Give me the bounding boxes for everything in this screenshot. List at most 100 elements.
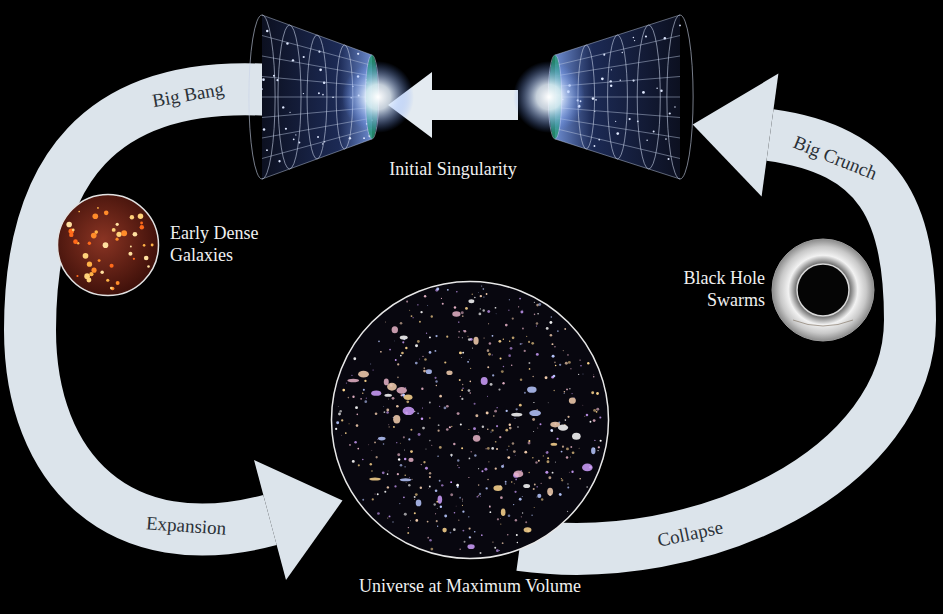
star-dot xyxy=(517,426,518,427)
star-dot xyxy=(459,351,462,354)
star-dot xyxy=(459,467,460,468)
star-dot xyxy=(355,406,358,409)
star-dot xyxy=(513,450,516,453)
star-dot xyxy=(561,478,562,479)
star-dot xyxy=(472,294,474,296)
galaxy-blob xyxy=(404,394,413,400)
star-dot xyxy=(536,322,539,325)
star-dot xyxy=(402,341,404,343)
star-dot xyxy=(481,534,483,536)
star-dot xyxy=(610,84,612,86)
star-dot xyxy=(461,389,463,391)
star-dot xyxy=(598,446,600,448)
star-dot xyxy=(282,106,284,108)
star-dot xyxy=(363,389,365,391)
star-dot xyxy=(569,456,571,458)
star-dot xyxy=(457,412,460,415)
star-dot xyxy=(409,477,411,479)
star-dot xyxy=(438,424,440,426)
galaxy-blob xyxy=(393,415,400,423)
star-dot xyxy=(389,515,391,517)
star-dot xyxy=(368,444,370,446)
galaxy-blob xyxy=(558,425,568,431)
star-dot xyxy=(437,456,438,457)
galaxy-field xyxy=(58,195,159,296)
star-dot xyxy=(393,426,395,428)
star-dot xyxy=(511,364,513,366)
star-dot xyxy=(393,340,395,342)
star-dot xyxy=(418,433,421,436)
star-dot xyxy=(450,493,453,496)
star-dot xyxy=(354,441,357,444)
star-dot xyxy=(371,450,373,452)
star-dot xyxy=(599,417,601,419)
star-dot xyxy=(534,484,536,486)
galaxy-dot xyxy=(87,262,92,267)
star-dot xyxy=(462,530,464,532)
star-dot xyxy=(545,376,548,379)
star-dot xyxy=(563,350,564,351)
star-dot xyxy=(285,128,287,130)
star-dot xyxy=(546,327,549,330)
star-dot xyxy=(496,448,498,450)
star-dot xyxy=(358,464,360,466)
circle-image xyxy=(56,193,160,297)
star-dot xyxy=(462,352,464,354)
star-dot xyxy=(412,479,413,480)
star-dot xyxy=(468,516,469,517)
star-dot xyxy=(653,131,655,133)
star-dot xyxy=(388,399,389,400)
star-dot xyxy=(409,520,411,522)
star-dot xyxy=(459,548,461,550)
circle-caption: Black Hole Swarms xyxy=(670,268,765,311)
star-dot xyxy=(660,90,662,92)
band-arrowhead xyxy=(254,460,343,580)
star-dot xyxy=(423,461,425,463)
star-dot xyxy=(492,354,493,355)
star-dot xyxy=(509,427,512,430)
star-dot xyxy=(386,411,389,414)
spacetime-cones xyxy=(249,15,693,179)
star-dot xyxy=(478,495,479,496)
star-dot xyxy=(293,138,295,140)
galaxy-dot xyxy=(104,211,109,216)
star-dot xyxy=(319,68,322,71)
star-dot xyxy=(580,365,581,366)
star-dot xyxy=(547,402,549,404)
galaxy-blob xyxy=(514,471,524,478)
star-dot xyxy=(405,482,407,484)
star-dot xyxy=(566,456,569,459)
star-dot xyxy=(453,528,456,531)
galaxy-blob xyxy=(347,379,359,383)
star-dot xyxy=(431,315,433,317)
star-dot xyxy=(538,303,541,306)
galaxy-dot xyxy=(92,213,98,219)
star-dot xyxy=(398,458,400,460)
star-dot xyxy=(439,446,442,449)
star-dot xyxy=(404,513,407,516)
star-dot xyxy=(404,458,407,461)
galaxy-blob xyxy=(527,387,537,393)
star-dot xyxy=(582,373,584,375)
star-dot xyxy=(488,323,490,325)
star-dot xyxy=(555,461,556,462)
star-dot xyxy=(421,464,422,465)
star-dot xyxy=(322,94,324,96)
star-dot xyxy=(561,479,563,481)
star-dot xyxy=(356,414,358,416)
star-dot xyxy=(406,400,409,403)
star-dot xyxy=(486,293,488,295)
galaxy-blob xyxy=(547,488,553,496)
star-dot xyxy=(571,393,572,394)
star-dot xyxy=(363,137,365,139)
star-dot xyxy=(357,53,359,55)
star-dot xyxy=(535,461,537,463)
galaxy-blob xyxy=(442,528,446,533)
star-dot xyxy=(384,411,386,413)
star-dot xyxy=(485,448,486,449)
star-dot xyxy=(366,398,367,399)
band-label: Big Crunch xyxy=(790,131,880,185)
star-dot xyxy=(420,487,422,489)
grid-line xyxy=(262,36,372,66)
grid-ring xyxy=(608,35,628,159)
